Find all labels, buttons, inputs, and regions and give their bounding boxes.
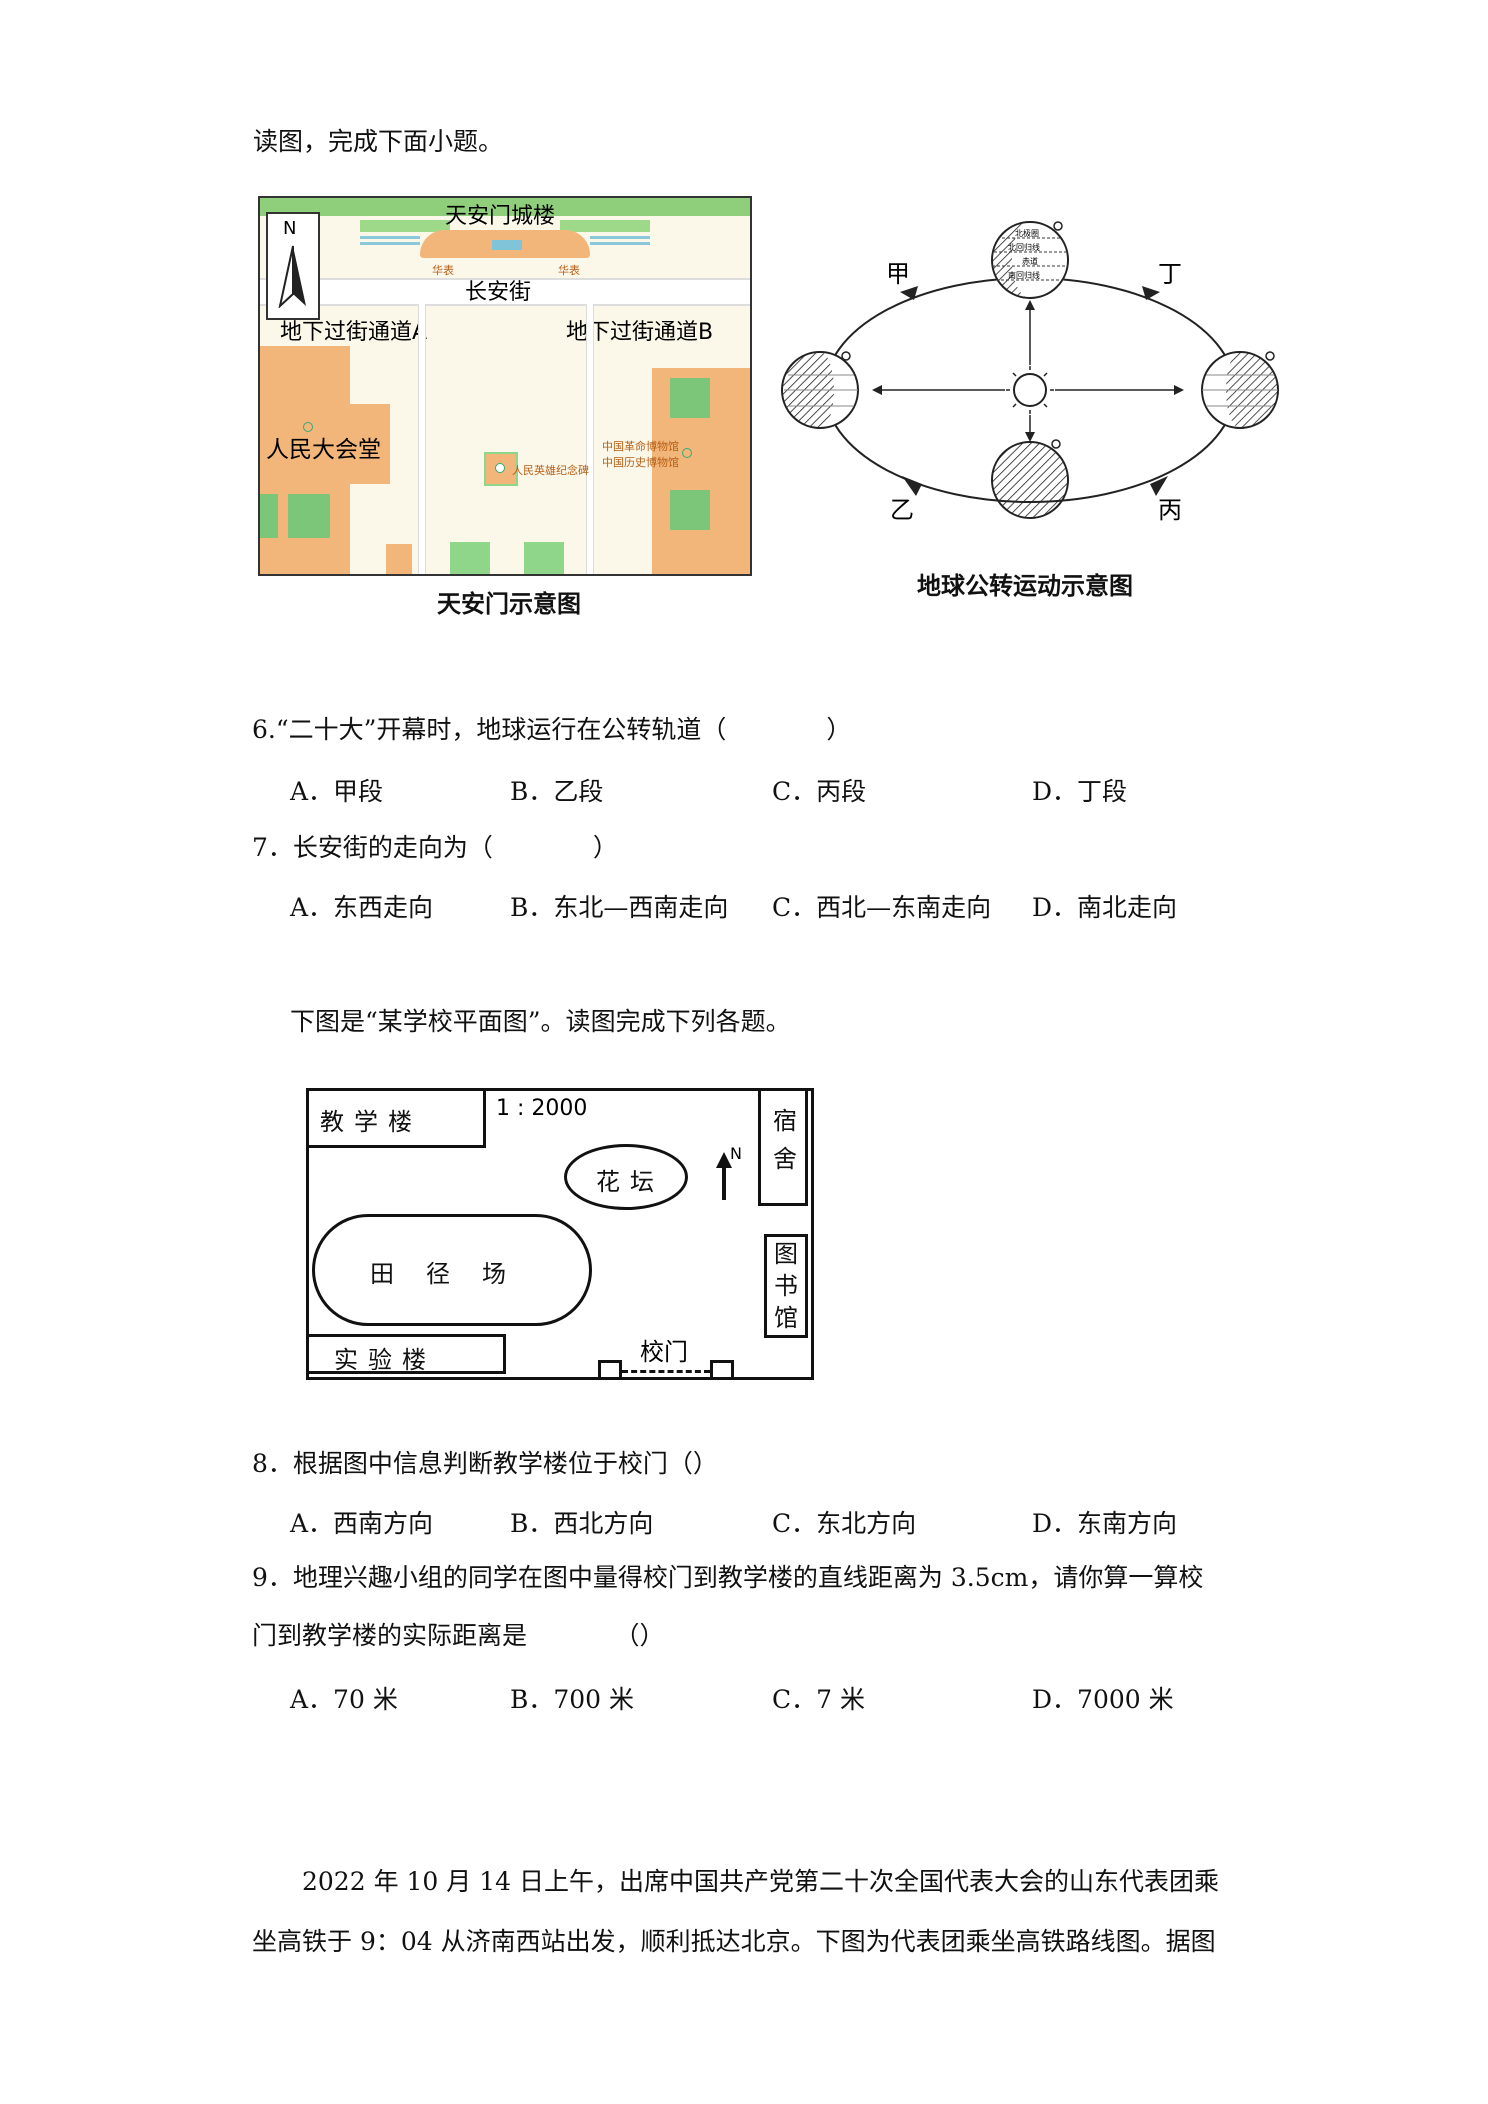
green-block	[260, 494, 278, 538]
dorm-label: 宿舍	[773, 1107, 797, 1173]
intro-text: 读图，完成下面小题。	[253, 127, 504, 156]
q6-option-d[interactable]: D．丁段	[1032, 777, 1128, 806]
orbit-label-yi: 乙	[890, 496, 914, 524]
green-block	[450, 542, 490, 574]
library-label: 图书馆	[774, 1240, 798, 1332]
lat-label: 南回归线	[1008, 270, 1040, 280]
top-green-strip	[260, 198, 750, 216]
water-line	[590, 242, 650, 245]
lat-label: 赤道	[1022, 256, 1038, 266]
q8-option-b[interactable]: B．西北方向	[510, 1509, 654, 1538]
road	[418, 304, 426, 574]
q8-option-c[interactable]: C．东北方向	[772, 1509, 917, 1538]
school-map: 教学楼 1 : 2000 宿舍 花坛 N 田径场 图书馆 实验楼 校门	[306, 1088, 814, 1380]
water-line	[360, 236, 420, 239]
water-line	[590, 236, 650, 239]
monument-label: 人民英雄纪念碑	[512, 464, 589, 477]
q6-option-c[interactable]: C．丙段	[772, 777, 867, 806]
street-label: 长安街	[465, 280, 532, 305]
track-label: 田径场	[370, 1260, 538, 1288]
orbit-diagram: 北极圈 北回归线 赤道 南回归线	[781, 221, 1279, 519]
tiananmen-map: 天安门城楼 华表 华表 长安街 N 地下过街通道A 地下过街通道B 人民大会堂 …	[258, 196, 752, 576]
q7-option-b[interactable]: B．东北—西南走向	[510, 893, 729, 922]
orbit-label-bing: 丙	[1158, 496, 1182, 524]
q9-option-a[interactable]: A．70 米	[290, 1685, 398, 1714]
flower-bed	[564, 1144, 688, 1210]
gate-door	[492, 240, 522, 250]
dorm-building	[758, 1088, 808, 1206]
passage-a-label: 地下过街通道A	[280, 320, 428, 345]
green-block	[670, 490, 710, 530]
green-block	[560, 220, 650, 232]
track-field	[312, 1214, 592, 1326]
teaching-building	[306, 1088, 486, 1148]
marker-icon	[303, 422, 313, 432]
road	[586, 304, 594, 574]
lab-building	[306, 1334, 506, 1374]
changan-street	[260, 278, 750, 306]
museum-label-2: 中国历史博物馆	[602, 456, 679, 469]
q8-option-d[interactable]: D．东南方向	[1032, 1509, 1178, 1538]
marker-icon	[682, 448, 692, 458]
great-hall-building	[350, 404, 390, 484]
q7-option-c[interactable]: C．西北—东南走向	[772, 893, 992, 922]
north-label: N	[730, 1144, 742, 1163]
green-block	[524, 542, 564, 574]
museum-label-1: 中国革命博物馆	[602, 440, 679, 453]
q9-stem-line1: 9．地理兴趣小组的同学在图中量得校门到教学楼的直线距离为 3.5cm，请你算一算…	[252, 1563, 1204, 1592]
passage-line1: 2022 年 10 月 14 日上午，出席中国共产党第二十次全国代表大会的山东代…	[302, 1867, 1219, 1896]
school-boundary	[306, 1088, 814, 1380]
intro2-text: 下图是“某学校平面图”。读图完成下列各题。	[290, 1007, 791, 1036]
north-arrow-icon	[716, 1152, 732, 1200]
orbit-caption: 地球公转运动示意图	[917, 572, 1133, 600]
q6-option-a[interactable]: A．甲段	[290, 777, 384, 806]
green-block	[288, 494, 330, 538]
water-line	[360, 242, 420, 245]
north-label: N	[283, 218, 297, 239]
orbit-label-jia: 甲	[886, 260, 910, 288]
q7-option-d[interactable]: D．南北走向	[1032, 893, 1178, 922]
gate-line	[622, 1370, 710, 1373]
q8-option-a[interactable]: A．西南方向	[290, 1509, 434, 1538]
gate-pillar	[598, 1360, 622, 1380]
lab-label: 实验楼	[334, 1346, 436, 1374]
passage-line2: 坐高铁于 9：04 从济南西站出发，顺利抵达北京。下图为代表团乘坐高铁路线图。据…	[252, 1927, 1216, 1956]
q8-stem: 8．根据图中信息判断教学楼位于校门（）	[252, 1449, 718, 1478]
q9-option-b[interactable]: B．700 米	[510, 1685, 635, 1714]
scale-label: 1 : 2000	[496, 1096, 588, 1121]
lat-label: 北极圈	[1015, 228, 1039, 238]
q7-option-a[interactable]: A．东西走向	[290, 893, 434, 922]
flower-label: 花坛	[596, 1168, 664, 1196]
lat-label: 北回归线	[1008, 242, 1040, 252]
green-block	[670, 378, 710, 418]
library-building	[764, 1234, 808, 1338]
green-block	[360, 220, 450, 232]
great-hall-label: 人民大会堂	[266, 437, 381, 463]
q6-option-b[interactable]: B．乙段	[510, 777, 604, 806]
orbit-label-ding: 丁	[1158, 260, 1182, 288]
teaching-label: 教学楼	[320, 1108, 422, 1136]
map1-caption: 天安门示意图	[437, 590, 581, 618]
marker-icon	[495, 463, 505, 473]
q9-option-d[interactable]: D．7000 米	[1032, 1685, 1174, 1714]
north-arrow-box: N	[266, 212, 320, 320]
great-hall-building	[386, 544, 412, 574]
q6-stem: 6.“二十大”开幕时，地球运行在公转轨道（ ）	[252, 715, 852, 744]
q9-option-c[interactable]: C．7 米	[772, 1685, 865, 1714]
gate-label: 校门	[640, 1338, 688, 1366]
gate-pillar	[710, 1360, 734, 1380]
north-arrow-icon	[278, 245, 306, 308]
q7-stem: 7．长安街的走向为（ ）	[252, 833, 618, 862]
huabiao-label: 华表	[432, 264, 454, 277]
huabiao-label: 华表	[558, 264, 580, 277]
gate-label: 天安门城楼	[445, 204, 556, 229]
q9-stem-line2: 门到教学楼的实际距离是 （）	[252, 1621, 665, 1650]
